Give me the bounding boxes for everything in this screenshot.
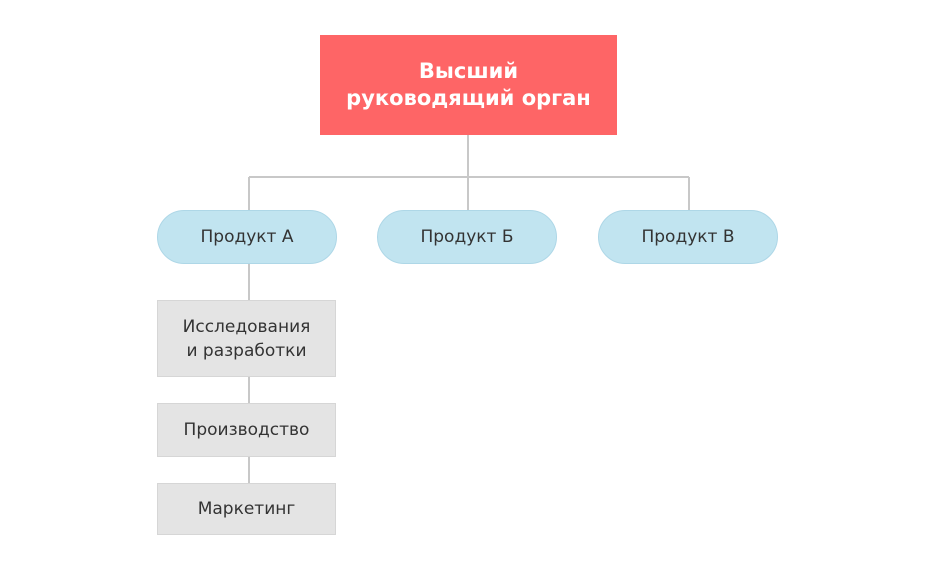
- product-c-node: Продукт В: [598, 210, 778, 264]
- product-a-node: Продукт А: [157, 210, 337, 264]
- marketing-node: Маркетинг: [157, 483, 336, 535]
- production-node: Производство: [157, 403, 336, 457]
- top-management-node: Высший руководящий орган: [320, 35, 617, 135]
- research-development-node: Исследования и разработки: [157, 300, 336, 377]
- product-b-node: Продукт Б: [377, 210, 557, 264]
